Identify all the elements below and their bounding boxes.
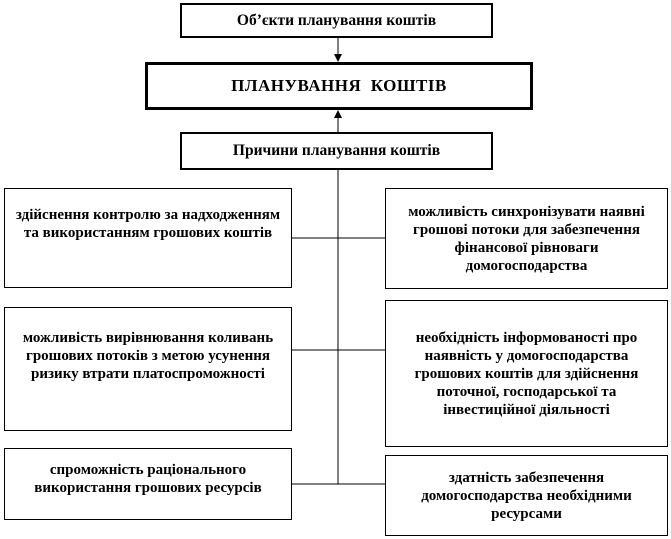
reason-text-left-2: можливість вирівнювання коливань грошови… xyxy=(22,330,274,382)
objects-of-planning-box: Об’єкти планування коштів xyxy=(180,3,493,38)
reason-box-left-3: спроможність раціонального використання … xyxy=(4,448,292,520)
funds-planning-main-box: ПЛАНУВАННЯ КОШТІВ xyxy=(145,62,533,110)
reason-text-right-3: здатність забезпечення домогосподарства … xyxy=(421,469,632,522)
funds-planning-title: ПЛАНУВАННЯ КОШТІВ xyxy=(231,76,447,95)
reason-text-right-1: можливість синхронізувати наявні грошові… xyxy=(408,203,645,274)
reasons-of-planning-label: Причини планування коштів xyxy=(232,142,441,159)
reason-box-left-2: можливість вирівнювання коливань грошови… xyxy=(4,307,292,431)
reason-text-right-2: необхідність інформованості про наявніст… xyxy=(414,329,639,418)
reason-box-right-1: можливість синхронізувати наявні грошові… xyxy=(385,188,668,289)
objects-of-planning-label: Об’єкти планування коштів xyxy=(236,11,437,29)
reason-box-right-2: необхідність інформованості про наявніст… xyxy=(385,300,668,447)
reason-text-left-3: спроможність раціонального використання … xyxy=(34,462,262,496)
reason-text-left-1: здійснення контролю за надходженням та в… xyxy=(15,207,281,241)
reason-box-left-1: здійснення контролю за надходженням та в… xyxy=(4,188,292,288)
reasons-of-planning-box: Причини планування коштів xyxy=(180,132,493,170)
reason-box-right-3: здатність забезпечення домогосподарства … xyxy=(385,455,668,536)
